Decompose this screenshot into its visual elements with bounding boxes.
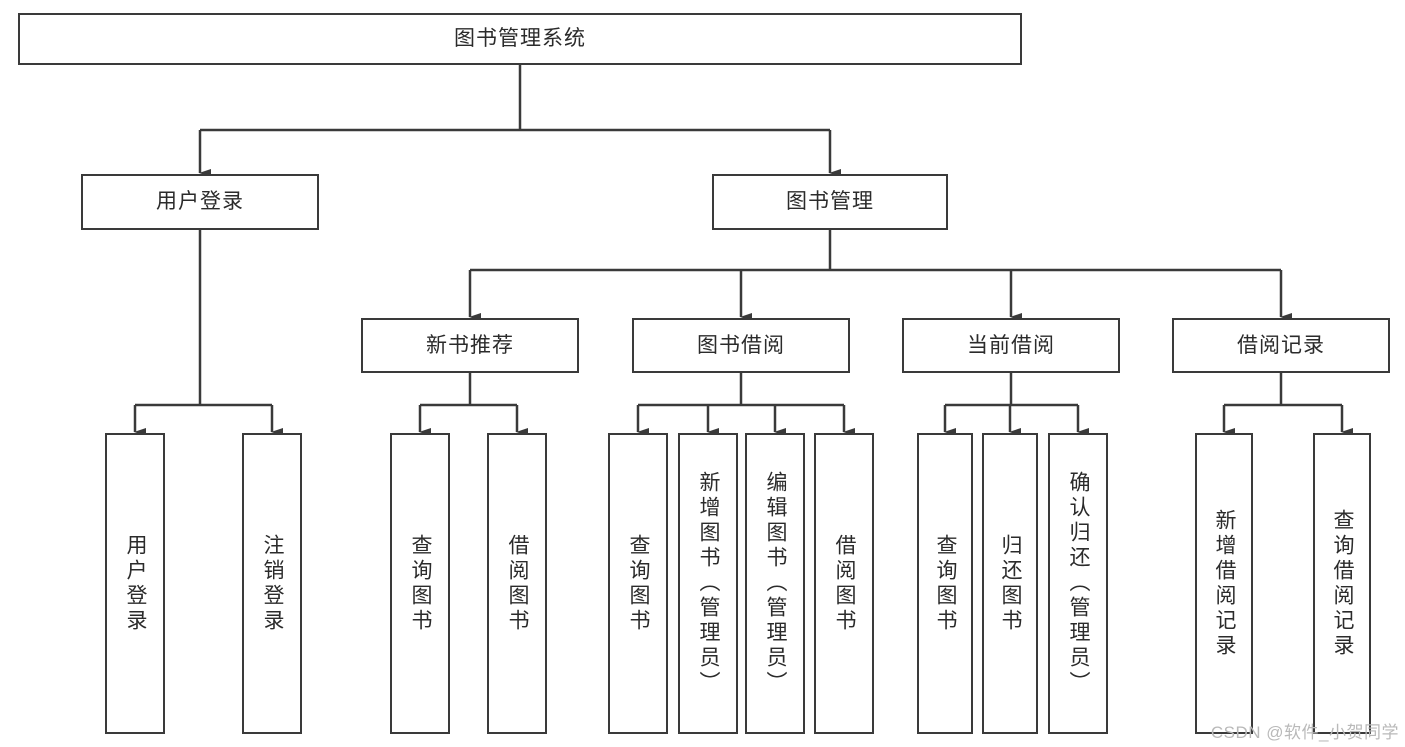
node-label: 借阅记录 <box>1237 333 1325 357</box>
node-root[interactable]: 图书管理系统 <box>18 13 1022 65</box>
node-label: 新书推荐 <box>426 333 514 357</box>
node-label: 编辑图书（管理员） <box>764 471 788 696</box>
node-leaf-edit-book[interactable]: 编辑图书（管理员） <box>745 433 805 734</box>
node-leaf-confirm-return[interactable]: 确认归还（管理员） <box>1048 433 1108 734</box>
node-label: 注销登录 <box>261 533 285 634</box>
watermark: CSDN @软件_小贺同学 <box>1210 723 1399 742</box>
node-label: 图书借阅 <box>697 333 785 357</box>
node-user-login[interactable]: 用户登录 <box>81 174 319 230</box>
node-leaf-query-record[interactable]: 查询借阅记录 <box>1313 433 1371 734</box>
node-book-borrow[interactable]: 图书借阅 <box>632 318 850 373</box>
node-label: 用户登录 <box>156 190 244 214</box>
node-leaf-query-book-2[interactable]: 查询图书 <box>608 433 668 734</box>
node-leaf-borrow-book-1[interactable]: 借阅图书 <box>487 433 547 734</box>
node-label: 图书管理系统 <box>454 27 586 51</box>
node-label: 用户登录 <box>124 533 148 634</box>
node-leaf-add-book[interactable]: 新增图书（管理员） <box>678 433 738 734</box>
node-label: 图书管理 <box>786 190 874 214</box>
node-book-manage[interactable]: 图书管理 <box>712 174 948 230</box>
node-leaf-logout[interactable]: 注销登录 <box>242 433 302 734</box>
node-label: 查询图书 <box>627 533 651 634</box>
node-label: 查询图书 <box>934 533 958 634</box>
node-label: 查询图书 <box>409 533 433 634</box>
node-label: 归还图书 <box>999 533 1023 634</box>
connector-lines <box>133 65 1353 436</box>
node-label: 确认归还（管理员） <box>1067 471 1091 696</box>
node-label: 借阅图书 <box>506 533 530 634</box>
node-leaf-user-login[interactable]: 用户登录 <box>105 433 165 734</box>
node-label: 新增借阅记录 <box>1213 508 1237 659</box>
node-leaf-add-record[interactable]: 新增借阅记录 <box>1195 433 1253 734</box>
node-label: 查询借阅记录 <box>1331 508 1355 659</box>
node-current-borrow[interactable]: 当前借阅 <box>902 318 1120 373</box>
node-borrow-record[interactable]: 借阅记录 <box>1172 318 1390 373</box>
node-leaf-return-book[interactable]: 归还图书 <box>982 433 1038 734</box>
node-new-book-rec[interactable]: 新书推荐 <box>361 318 579 373</box>
node-label: 当前借阅 <box>967 333 1055 357</box>
node-label: 借阅图书 <box>833 533 857 634</box>
node-leaf-query-book-3[interactable]: 查询图书 <box>917 433 973 734</box>
node-label: 新增图书（管理员） <box>697 471 721 696</box>
node-leaf-query-book-1[interactable]: 查询图书 <box>390 433 450 734</box>
node-leaf-borrow-book-2[interactable]: 借阅图书 <box>814 433 874 734</box>
